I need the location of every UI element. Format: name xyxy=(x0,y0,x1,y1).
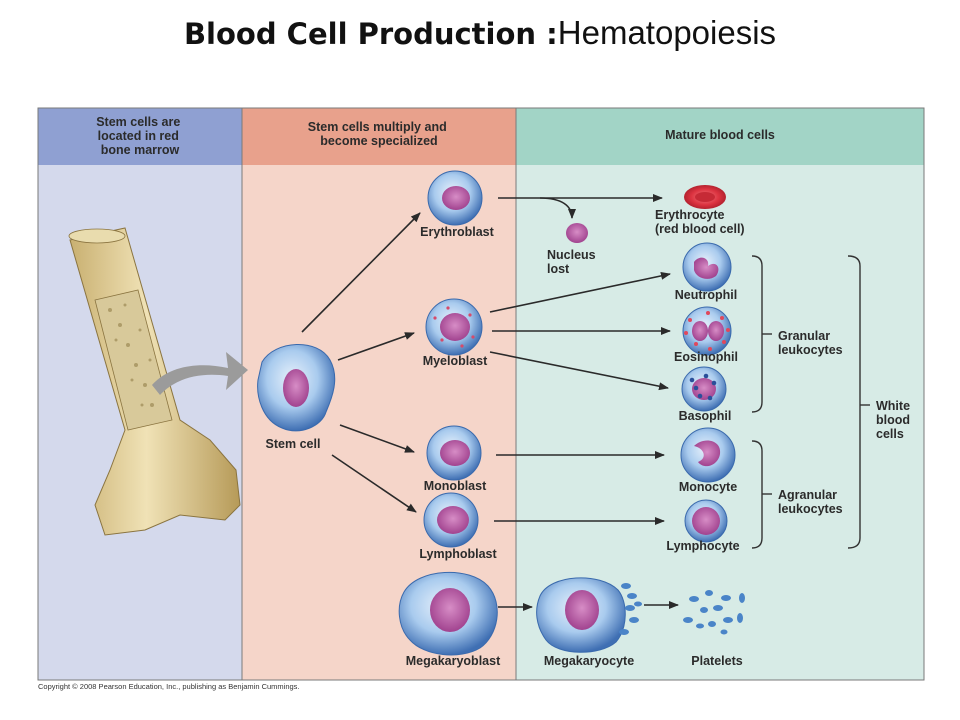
monocyte-icon xyxy=(680,427,736,483)
megakaryocyte-icon xyxy=(536,577,642,653)
bone-marrow-header: Stem cells are located in red bone marro… xyxy=(96,115,184,157)
lineage-arrows xyxy=(301,194,679,611)
specialization-header: Stem cells multiply and become specializ… xyxy=(308,120,450,148)
stem-cell-icon xyxy=(257,344,336,432)
platelets-icon xyxy=(683,590,745,635)
marrow-to-stem-arrow xyxy=(152,352,248,395)
panel-specialization-header xyxy=(242,108,516,165)
mature-header: Mature blood cells xyxy=(665,128,775,142)
lymphoblast-icon xyxy=(423,492,479,548)
erythroblast-icon xyxy=(427,170,483,226)
myeloblast-label: Myeloblast xyxy=(423,354,488,368)
megakaryocyte-label: Megakaryocyte xyxy=(544,654,634,668)
granular-leukocytes-label: Granular leukocytes xyxy=(778,329,843,357)
monoblast-label: Monoblast xyxy=(424,479,487,493)
nucleus-lost-icon xyxy=(566,223,588,243)
basophil-icon xyxy=(681,366,727,412)
lymphocyte-icon xyxy=(684,499,728,543)
femur-bone-illustration xyxy=(68,227,241,536)
erythrocyte-icon xyxy=(684,185,726,209)
lymphocyte-label: Lymphocyte xyxy=(666,539,739,553)
platelets-label: Platelets xyxy=(691,654,742,668)
copyright-notice: Copyright © 2008 Pearson Education, Inc.… xyxy=(38,682,300,691)
lymphoblast-label: Lymphoblast xyxy=(419,547,497,561)
basophil-label: Basophil xyxy=(679,409,732,423)
monoblast-icon xyxy=(426,425,482,481)
eosinophil-icon xyxy=(682,306,732,356)
monocyte-label: Monocyte xyxy=(679,480,737,494)
title-bold: Blood Cell Production : xyxy=(183,17,558,51)
panel-mature-header xyxy=(516,108,924,165)
panel-bone-marrow-header xyxy=(38,108,242,165)
nucleus-lost-label: Nucleus lost xyxy=(547,248,599,276)
white-blood-cells-label: White blood cells xyxy=(876,399,914,441)
title-plain: Hematopoiesis xyxy=(557,14,777,51)
megakaryoblast-label: Megakaryoblast xyxy=(406,654,501,668)
erythrocyte-label: Erythrocyte (red blood cell) xyxy=(655,208,745,236)
megakaryoblast-icon xyxy=(398,571,498,656)
erythroblast-label: Erythroblast xyxy=(420,225,494,239)
myeloblast-icon xyxy=(425,298,483,356)
eosinophil-label: Eosinophil xyxy=(674,350,738,364)
page-title: Blood Cell Production :Hematopoiesis xyxy=(0,14,960,52)
agranular-leukocytes-label: Agranular leukocytes xyxy=(778,488,843,516)
neutrophil-label: Neutrophil xyxy=(675,288,738,302)
neutrophil-icon xyxy=(682,242,732,292)
grouping-brackets xyxy=(751,255,870,549)
stem-cell-label: Stem cell xyxy=(266,437,321,451)
